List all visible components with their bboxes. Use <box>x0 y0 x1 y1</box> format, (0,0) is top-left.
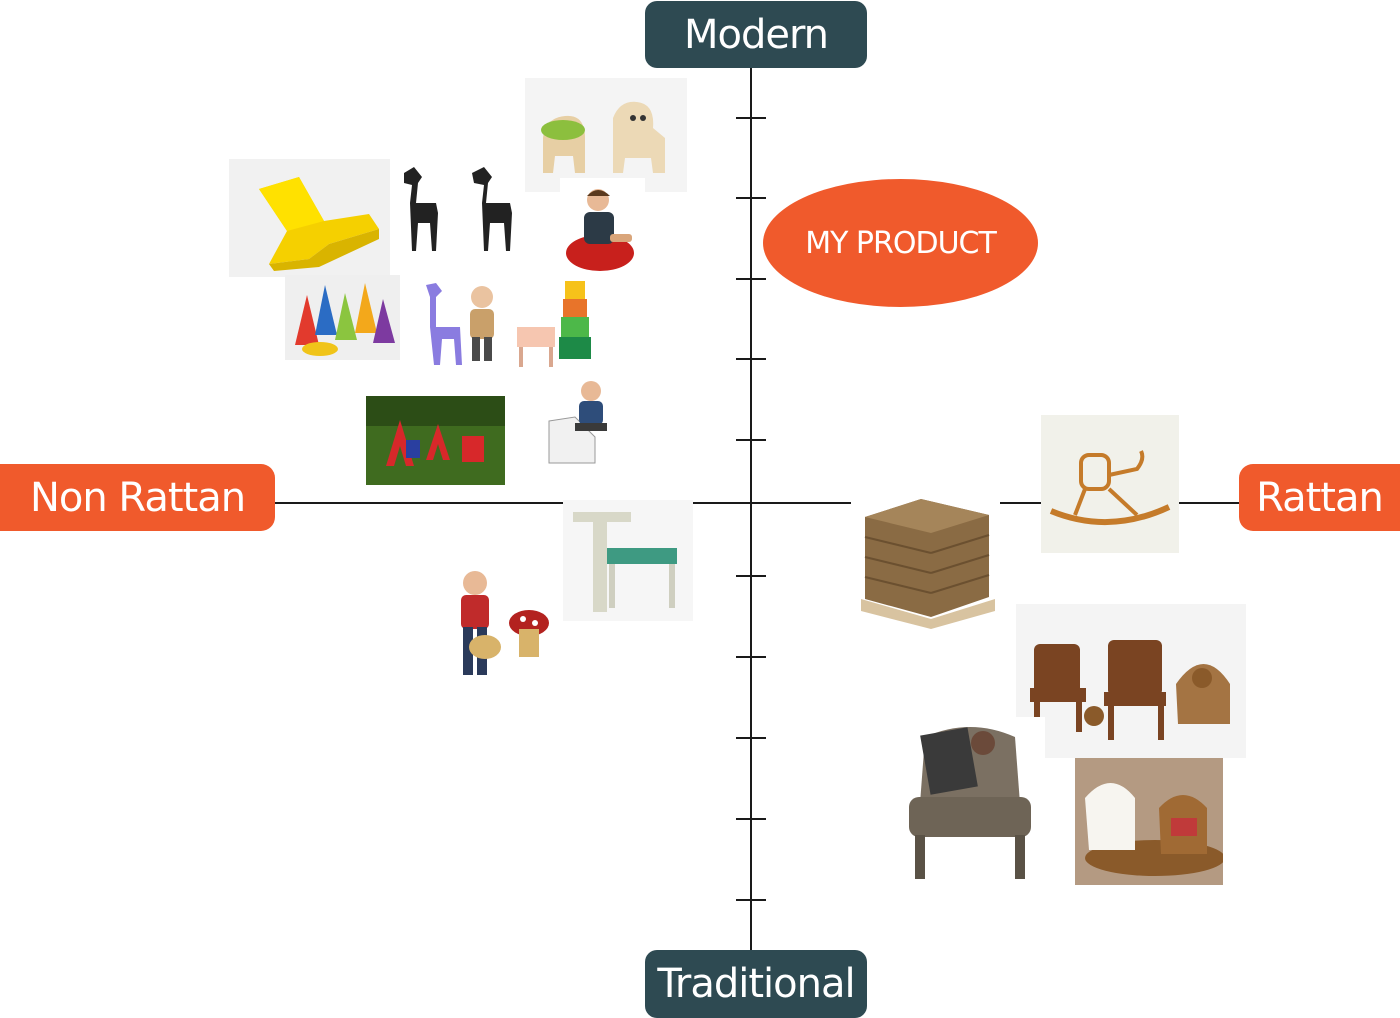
axis-label-modern: Modern <box>645 1 867 68</box>
wicker-wingback-chair-image <box>895 717 1045 887</box>
wicker-armchair-set-image <box>1016 604 1246 758</box>
black-horse-chairs-image <box>392 163 522 263</box>
stacked-block-chairs-image <box>505 275 603 375</box>
mushroom-stools-image <box>445 565 555 690</box>
axis-label-non-rattan: Non Rattan <box>0 464 275 531</box>
white-and-brown-wicker-chairs-image <box>1075 758 1223 885</box>
letter-chairs-on-grass-image <box>366 396 505 485</box>
child-beanbag-chair-image <box>560 178 645 273</box>
wicker-cube-stool-image <box>851 487 1000 632</box>
yellow-lounge-chair-image <box>229 159 390 277</box>
axis-label-traditional: Traditional <box>645 950 867 1018</box>
child-cardboard-chair-image <box>535 377 629 471</box>
purple-giraffe-chair-image <box>412 275 508 370</box>
axis-label-rattan: Rattan <box>1239 464 1400 531</box>
colorful-cone-seats-image <box>285 275 400 360</box>
plywood-creature-chairs-image <box>525 78 687 192</box>
my-product-marker: MY PRODUCT <box>763 179 1038 307</box>
rattan-rocking-horse-image <box>1041 415 1179 553</box>
desk-chair-combo-image <box>563 500 693 621</box>
